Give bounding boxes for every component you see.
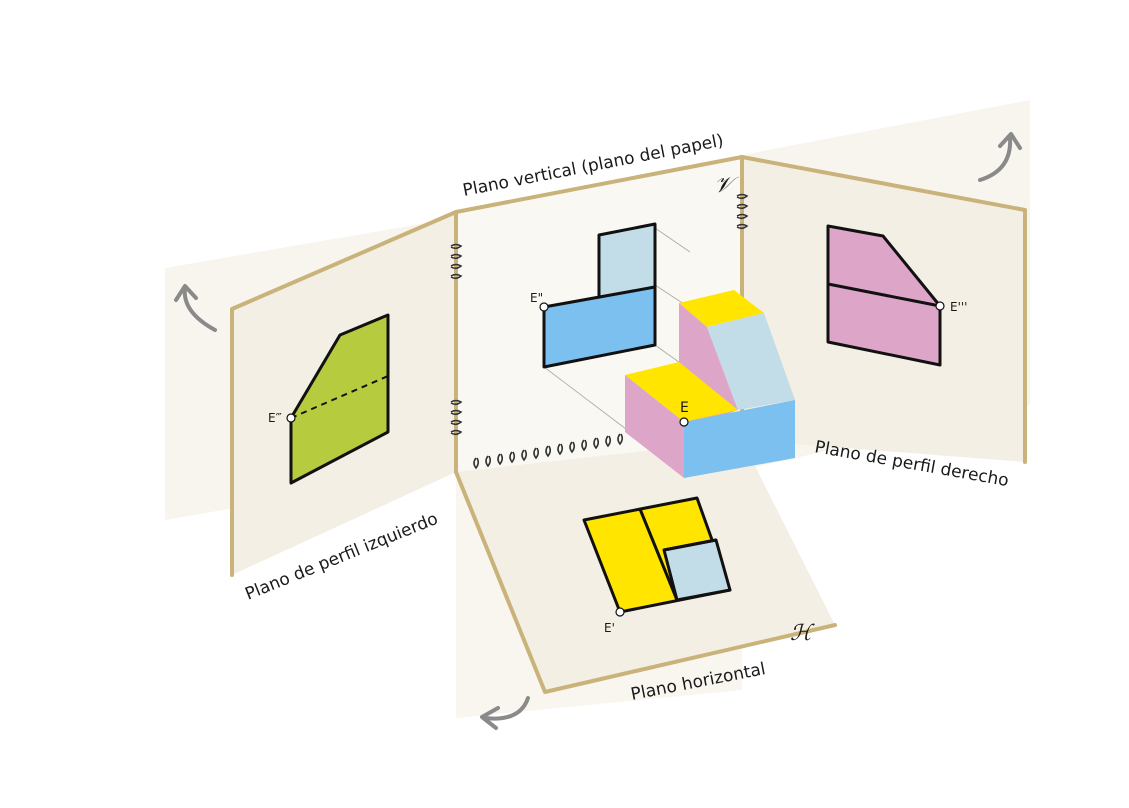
hinge-spiral-icon — [473, 433, 624, 470]
point-e-top-label: E' — [604, 621, 615, 635]
object-front-blue — [684, 400, 795, 478]
plane-frames — [230, 155, 1027, 694]
point-e-top-marker — [615, 607, 625, 617]
point-e-left-marker — [286, 413, 296, 423]
front-view — [542, 222, 657, 369]
object-left-pink — [625, 375, 684, 478]
hinge-spiral-icon — [450, 243, 463, 436]
point-e-3d-marker — [679, 417, 689, 427]
point-e-right-label: E''' — [950, 300, 967, 314]
left-profile-view — [289, 313, 390, 485]
rotation-arrow-icon — [978, 132, 1022, 182]
point-e-front-label: E" — [530, 291, 543, 305]
point-e-left-label: E‴ — [268, 411, 282, 425]
horizontal-plane-symbol: ℋ — [790, 621, 815, 646]
isometric-object — [625, 290, 795, 478]
rotation-arrow-icon — [174, 284, 217, 332]
left-profile-hidden-edge — [290, 375, 389, 419]
object-slope-light-blue — [707, 313, 795, 410]
rotation-arrow-icon — [480, 696, 530, 730]
object-top-left-yellow — [625, 362, 738, 422]
hinge-spiral-icon — [736, 193, 749, 230]
top-view — [582, 496, 732, 614]
right-profile-view — [826, 224, 942, 367]
front-view-lower — [542, 285, 657, 369]
point-e-3d-label: E — [680, 400, 689, 416]
front-view-upper — [597, 222, 657, 300]
point-e-right-marker — [935, 301, 945, 311]
object-top-right-yellow — [679, 290, 764, 327]
point-e-front-marker — [539, 302, 549, 312]
